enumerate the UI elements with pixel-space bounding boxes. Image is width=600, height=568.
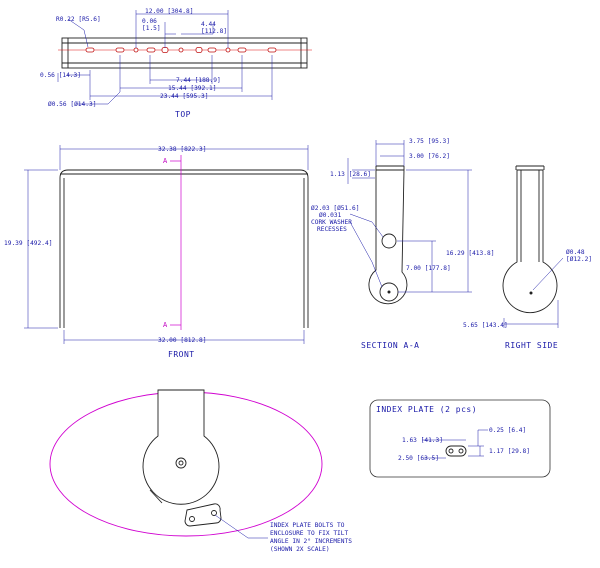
section-note-4: RECESSES xyxy=(317,226,347,233)
top-dim-006: 0.06 xyxy=(142,18,157,25)
index-plate-box: INDEX PLATE (2 pcs) 0.25 [6.4] 1.63 [41.… xyxy=(369,399,551,478)
section-dim-700: 7.00 [177.8] xyxy=(406,265,451,272)
index-plate-title: INDEX PLATE (2 pcs) xyxy=(376,405,477,414)
top-dim-12: 12.00 [304.8] xyxy=(145,8,193,15)
detail-pivot xyxy=(175,457,187,469)
detail-note-1: INDEX PLATE BOLTS TO xyxy=(270,522,345,529)
index-plate-dim-025: 0.25 [6.4] xyxy=(489,427,526,434)
section-dim-113: 1.13 [28.6] xyxy=(330,171,371,178)
right-side-outline xyxy=(502,169,558,314)
front-view: 32.38 [822.3] 32.00 [812.8] 19.39 [492.4… xyxy=(4,145,309,359)
section-view-label: SECTION A-A xyxy=(361,341,419,350)
right-dim-565: 5.65 [143.4] xyxy=(463,322,508,329)
section-dim-1629: 16.29 [413.8] xyxy=(446,250,494,257)
index-plate-frame xyxy=(369,399,551,478)
section-dim-375: 3.75 [95.3] xyxy=(409,138,450,145)
index-plate-dim-117: 1.17 [29.8] xyxy=(489,448,530,455)
front-dim-height: 19.39 [492.4] xyxy=(4,240,52,247)
detail-note-4: (SHOWN 2X SCALE) xyxy=(270,546,330,553)
right-side-view: Ø0.48 [Ø12.2] 5.65 [143.4] RIGHT SIDE xyxy=(463,165,592,350)
top-dim-1544: 15.44 [392.1] xyxy=(168,85,216,92)
top-dim-radius: R0.22 [R5.6] xyxy=(56,16,101,23)
top-view: R0.22 [R5.6] 12.00 [304.8] 0.06 [1.5] 4.… xyxy=(40,8,312,119)
right-side-hole xyxy=(529,291,533,295)
top-dim-2344: 23.44 [595.3] xyxy=(160,93,208,100)
detail-bracket xyxy=(142,389,220,505)
detail-note-2: ENCLOSURE TO FIX TILT xyxy=(270,530,349,537)
top-dim-hole: Ø0.56 [Ø14.3] xyxy=(48,100,96,108)
section-view-outline xyxy=(368,169,408,305)
section-note-2: Ø0.031 xyxy=(319,211,342,219)
top-dim-744: 7.44 [188.9] xyxy=(176,77,221,84)
index-plate-dim-163: 1.63 [41.3] xyxy=(402,437,443,444)
top-dim-444: 4.44 xyxy=(201,21,216,28)
top-dim-006-metric: [1.5] xyxy=(142,25,161,32)
section-dim-300: 3.00 [76.2] xyxy=(409,153,450,160)
right-dim-hole-metric: [Ø12.2] xyxy=(566,255,592,263)
section-note-1: Ø2.03 [Ø51.6] xyxy=(311,204,359,212)
index-plate-part xyxy=(445,445,467,457)
top-view-slots xyxy=(85,47,277,53)
top-view-outline xyxy=(61,37,308,69)
front-dim-bottom: 32.00 [812.8] xyxy=(158,337,206,344)
top-view-label: TOP xyxy=(175,110,191,119)
right-dim-hole: Ø0.48 xyxy=(566,248,585,256)
detail-view: INDEX PLATE BOLTS TO ENCLOSURE TO FIX TI… xyxy=(49,389,352,553)
front-view-label: FRONT xyxy=(168,350,195,359)
section-note-3: CORK WASHER xyxy=(311,219,352,226)
section-view: 3.75 [95.3] 3.00 [76.2] 1.13 [28.6] 16.2… xyxy=(311,138,494,350)
section-mark-top: A xyxy=(163,157,168,165)
index-plate-dim-250: 2.50 [63.5] xyxy=(398,455,439,462)
top-dim-056: 0.56 [14.3] xyxy=(40,72,81,79)
detail-note-3: ANGLE IN 2° INCREMENTS xyxy=(270,537,352,545)
section-upper-hole xyxy=(381,233,397,249)
front-dim-top: 32.38 [822.3] xyxy=(158,146,206,153)
section-mark-bottom: A xyxy=(163,321,168,329)
top-dim-444-metric: [112.8] xyxy=(201,28,227,35)
right-side-label: RIGHT SIDE xyxy=(505,341,558,350)
